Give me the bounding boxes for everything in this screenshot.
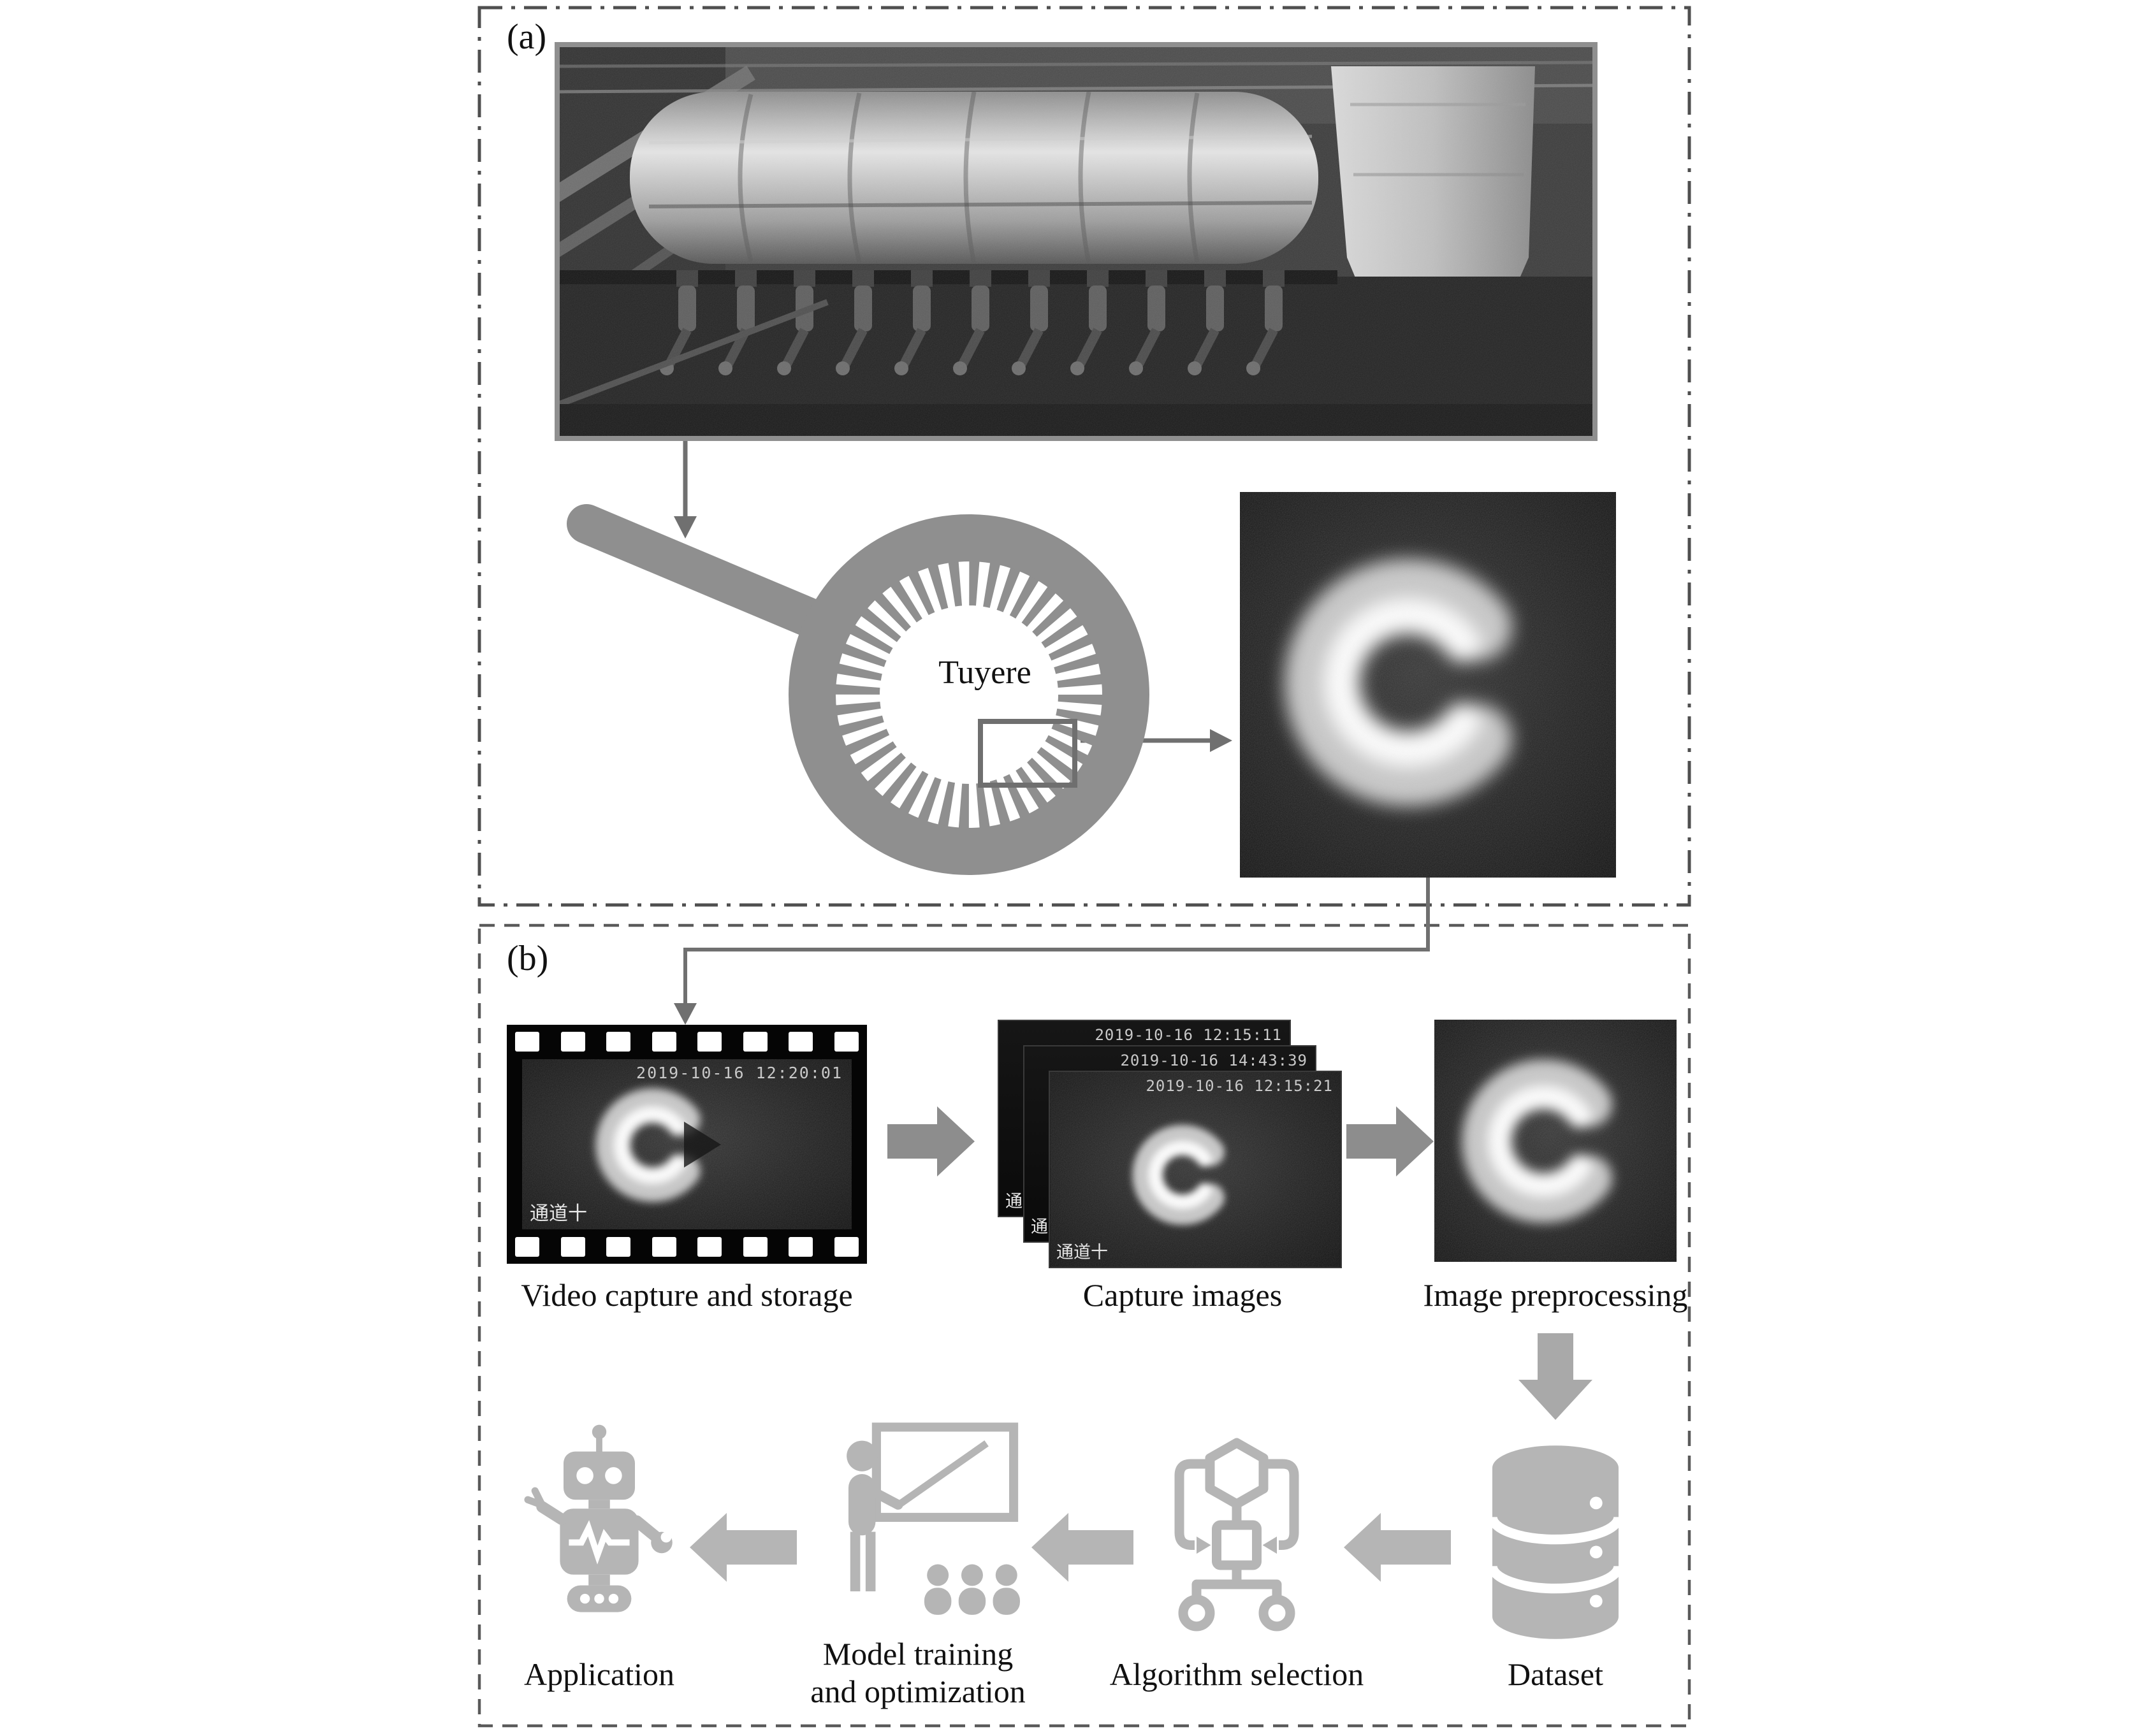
sprocket-hole <box>515 1237 539 1257</box>
caption-model-training: Model training and optimization <box>781 1635 1055 1711</box>
arrow-model-to-application <box>690 1513 797 1582</box>
capture-image-stack: 2019-10-16 12:15:11 通道 2019-10-16 14:43:… <box>998 1020 1355 1275</box>
arrow-captures-to-preprocess <box>1346 1106 1434 1176</box>
panel-a-label: (a) <box>507 17 547 57</box>
panel-a-border <box>477 6 1691 907</box>
caption-capture-images: Capture images <box>1082 1277 1283 1313</box>
arrow-dataset-to-algorithm <box>1344 1513 1451 1582</box>
connector-raceway-to-film <box>674 878 1430 1025</box>
arrow-preprocess-to-dataset <box>1518 1333 1592 1420</box>
ring-handle <box>567 504 848 646</box>
sprocket-hole <box>697 1237 722 1257</box>
video-frame: 2019-10-16 12:20:01 通道十 <box>522 1059 852 1229</box>
sprocket-hole <box>834 1032 859 1052</box>
sprocket-hole <box>515 1032 539 1052</box>
caption-video-capture: Video capture and storage <box>521 1277 853 1313</box>
sprocket-hole <box>560 1032 585 1052</box>
sprocket-hole <box>606 1032 631 1052</box>
sprocket-hole <box>652 1032 676 1052</box>
tuyere-teeth <box>834 560 1104 830</box>
sprocket-hole <box>560 1237 585 1257</box>
tuyere-zoom-box <box>978 719 1077 788</box>
panel-b-border <box>477 923 1691 1728</box>
model-training-icon <box>810 1420 1026 1646</box>
video-timestamp: 2019-10-16 12:20:01 <box>636 1064 843 1082</box>
sprocket-hole <box>789 1237 813 1257</box>
caption-image-preprocessing: Image preprocessing <box>1423 1277 1688 1313</box>
sprocket-hole <box>697 1032 722 1052</box>
tuyere-ring-schematic <box>523 491 1237 899</box>
arrow-film-to-captures <box>887 1106 975 1176</box>
caption-model-training-line1: Model training <box>822 1636 1014 1672</box>
arrow-algorithm-to-model <box>1031 1513 1133 1582</box>
capture-timestamp: 2019-10-16 12:15:11 <box>1095 1026 1282 1044</box>
capture-timestamp: 2019-10-16 14:43:39 <box>1120 1052 1307 1069</box>
arrow-photo-to-ring <box>674 441 697 539</box>
sprocket-hole <box>834 1237 859 1257</box>
raceway-image <box>1240 492 1616 878</box>
tuyere-label: Tuyere <box>938 655 1031 691</box>
panel-b-label: (b) <box>507 939 549 978</box>
capture-channel-label: 通道十 <box>1056 1243 1108 1262</box>
caption-dataset: Dataset <box>1508 1656 1603 1692</box>
capture-frame: 2019-10-16 12:15:21 通道十 <box>1049 1071 1342 1268</box>
preprocessed-image <box>1434 1020 1677 1262</box>
algorithm-selection-icon <box>1141 1437 1332 1647</box>
blast-furnace-illustration <box>560 47 1592 436</box>
sprocket-hole <box>743 1237 768 1257</box>
sprocket-hole <box>606 1237 631 1257</box>
sprocket-hole <box>652 1237 676 1257</box>
caption-algorithm-selection: Algorithm selection <box>1109 1656 1364 1692</box>
caption-model-training-line2: and optimization <box>810 1674 1026 1709</box>
ring-body <box>789 514 1149 875</box>
film-sprocket-row-top <box>515 1032 859 1052</box>
caption-application: Application <box>523 1656 675 1692</box>
play-icon[interactable] <box>684 1121 721 1168</box>
video-channel-label: 通道十 <box>530 1203 587 1225</box>
sprocket-hole <box>789 1032 813 1052</box>
application-robot-icon <box>510 1421 688 1644</box>
film-strip: 2019-10-16 12:20:01 通道十 <box>507 1025 867 1264</box>
sprocket-hole <box>743 1032 768 1052</box>
film-sprocket-row-bottom <box>515 1237 859 1257</box>
capture-timestamp: 2019-10-16 12:15:21 <box>1146 1077 1333 1095</box>
blast-furnace-photo <box>555 42 1598 441</box>
dataset-database-icon <box>1485 1437 1626 1647</box>
